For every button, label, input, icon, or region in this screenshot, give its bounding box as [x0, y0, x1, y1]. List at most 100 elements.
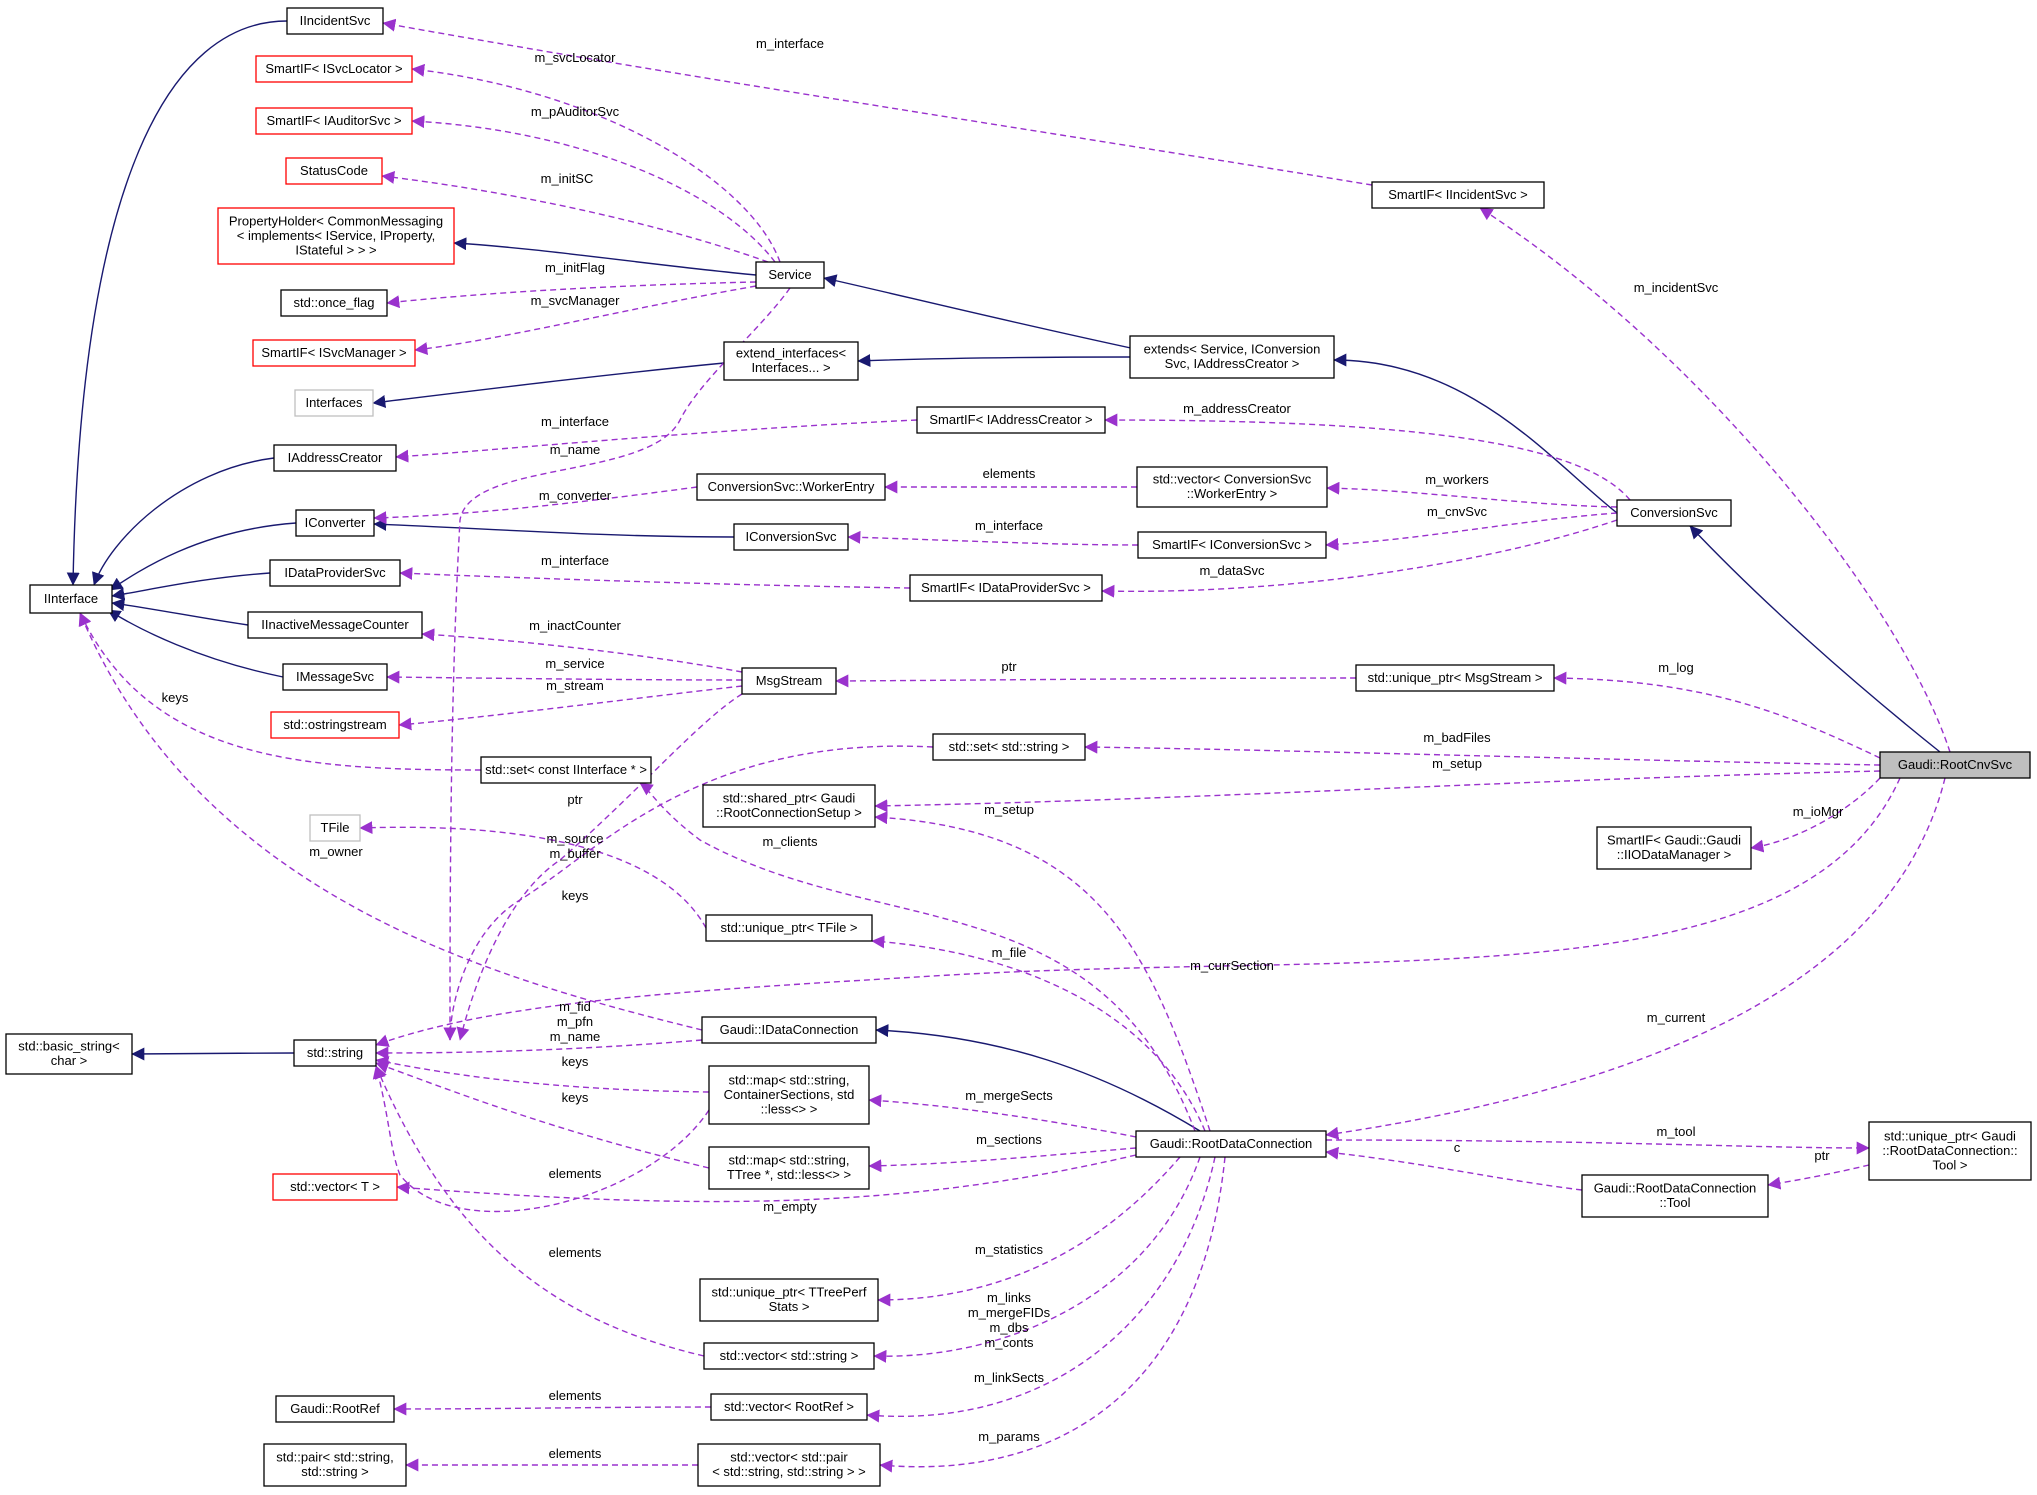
- class-node-smartif-isvclocator[interactable]: SmartIF< ISvcLocator >: [255, 55, 413, 83]
- class-node-std-vector-rootref[interactable]: std::vector< RootRef >: [710, 1393, 868, 1421]
- class-node-interfaces[interactable]: Interfaces: [294, 389, 374, 417]
- class-node-iinactivemessagecounter[interactable]: IInactiveMessageCounter: [247, 611, 423, 639]
- edge-label-tool: m_tool: [1656, 1124, 1695, 1139]
- class-node-std-map-containersections[interactable]: std::map< std::string,ContainerSections,…: [708, 1065, 870, 1125]
- inheritance-edge-0: [66, 20, 288, 586]
- class-node-smartif-iconversionsvc[interactable]: SmartIF< IConversionSvc >: [1137, 531, 1327, 559]
- edge-label-c-tool: c: [1454, 1140, 1461, 1155]
- usage-edge-sections: [868, 1147, 1137, 1173]
- class-node-conversionsvc-workerentry[interactable]: ConversionSvc::WorkerEntry: [696, 473, 886, 501]
- class-node-smartif-iiodatamanager[interactable]: SmartIF< Gaudi::Gaudi::IIODataManager >: [1596, 826, 1752, 870]
- class-node-std-map-ttree[interactable]: std::map< std::string,TTree *, std::less…: [708, 1146, 870, 1190]
- class-node-gaudi-rootcnvsvc[interactable]: Gaudi::RootCnvSvc: [1879, 751, 2031, 779]
- class-box: [1868, 1121, 2032, 1181]
- edge-label-keys-map1: keys: [562, 1054, 589, 1069]
- class-name-line: std::set< std::string >: [949, 739, 1070, 754]
- class-node-propertyholder[interactable]: PropertyHolder< CommonMessaging< impleme…: [217, 207, 455, 265]
- class-node-gaudi-rootref[interactable]: Gaudi::RootRef: [275, 1395, 395, 1423]
- class-node-std-string[interactable]: std::string: [293, 1039, 377, 1067]
- class-name-line: Gaudi::IDataConnection: [720, 1022, 859, 1037]
- class-node-smartif-iaddresscreator[interactable]: SmartIF< IAddressCreator >: [916, 406, 1106, 434]
- class-node-iconverter[interactable]: IConverter: [295, 509, 375, 537]
- class-box: [255, 55, 413, 83]
- usage-edge-svcLocator: [411, 63, 781, 263]
- class-node-std-shared-ptr[interactable]: std::shared_ptr< Gaudi::RootConnectionSe…: [702, 784, 876, 828]
- class-box: [480, 756, 652, 784]
- inheritance-edge-5: [107, 609, 284, 678]
- class-name-line: IIncidentSvc: [300, 13, 371, 28]
- class-name-line: std::unique_ptr< TFile >: [720, 920, 857, 935]
- edge-label-statistics: m_statistics: [975, 1242, 1043, 1257]
- class-name-line: SmartIF< ISvcManager >: [261, 345, 406, 360]
- usage-edge-svcManager: [414, 285, 757, 356]
- class-node-conversionsvc[interactable]: ConversionSvc: [1616, 499, 1732, 527]
- class-node-iaddresscreator[interactable]: IAddressCreator: [273, 444, 397, 472]
- class-node-gaudi-rootdataconnection[interactable]: Gaudi::RootDataConnection: [1135, 1130, 1327, 1158]
- usage-edge-elements_vs: [374, 1065, 705, 1357]
- class-name-line: std::vector< ConversionSvc: [1153, 472, 1312, 487]
- edge-label-elements-worker: elements: [983, 466, 1036, 481]
- class-name-line: Gaudi::RootCnvSvc: [1898, 757, 2013, 772]
- class-name-line: Interfaces... >: [751, 360, 830, 375]
- class-node-std-basic-string[interactable]: std::basic_string<char >: [5, 1033, 133, 1075]
- edge-label-log: m_log: [1658, 660, 1693, 675]
- class-box: [1879, 751, 2031, 779]
- class-node-service[interactable]: Service: [755, 261, 825, 289]
- class-name-line: < std::string, std::string > >: [712, 1464, 866, 1479]
- class-node-std-vector-string[interactable]: std::vector< std::string >: [703, 1342, 875, 1370]
- class-box: [1616, 499, 1732, 527]
- usage-edge-cnvSvc: [1325, 512, 1618, 551]
- class-name-line: std::map< std::string,: [728, 1153, 849, 1168]
- class-node-statuscode[interactable]: StatusCode: [285, 157, 383, 185]
- class-box: [909, 574, 1103, 602]
- usage-edge-interface_dp: [399, 567, 911, 589]
- edge-label-keys-map2: keys: [562, 1090, 589, 1105]
- class-name-line: StatusCode: [300, 163, 368, 178]
- class-node-extend-interfaces[interactable]: extend_interfaces<Interfaces... >: [723, 341, 859, 381]
- edge-label-initSC: m_initSC: [541, 171, 594, 186]
- class-node-smartif-idataprovidersvc[interactable]: SmartIF< IDataProviderSvc >: [909, 574, 1103, 602]
- class-node-gaudi-idataconnection[interactable]: Gaudi::IDataConnection: [701, 1016, 877, 1044]
- class-node-extends[interactable]: extends< Service, IConversionSvc, IAddre…: [1129, 335, 1335, 379]
- edge-label-cnvSvc: m_cnvSvc: [1427, 504, 1487, 519]
- class-node-std-set-iinterface[interactable]: std::set< const IInterface * >: [480, 756, 652, 784]
- class-node-gaudi-rootdataconnection-tool[interactable]: Gaudi::RootDataConnection::Tool: [1581, 1174, 1769, 1218]
- class-name-line: std::basic_string<: [18, 1039, 120, 1054]
- class-name-line: IMessageSvc: [296, 669, 375, 684]
- class-node-std-set-string[interactable]: std::set< std::string >: [932, 733, 1086, 761]
- class-name-line: ::RootConnectionSetup >: [716, 805, 862, 820]
- class-node-std-pair[interactable]: std::pair< std::string,std::string >: [263, 1443, 407, 1487]
- class-name-line: ::RootDataConnection::: [1882, 1143, 2017, 1158]
- class-node-std-ostringstream[interactable]: std::ostringstream: [270, 711, 400, 739]
- usage-edge-dataSvc: [1101, 519, 1618, 598]
- class-node-std-vector-pair[interactable]: std::vector< std::pair< std::string, std…: [697, 1443, 881, 1487]
- class-node-iincidentsvc[interactable]: IIncidentSvc: [286, 7, 384, 35]
- class-name-line: ConversionSvc: [1630, 505, 1718, 520]
- class-node-tfile[interactable]: TFile: [309, 814, 361, 842]
- class-node-iinterface[interactable]: IInterface: [29, 584, 113, 614]
- class-node-smartif-iauditorsvc[interactable]: SmartIF< IAuditorSvc >: [255, 107, 413, 135]
- class-node-std-unique-ptr-tool[interactable]: std::unique_ptr< Gaudi::RootDataConnecti…: [1868, 1121, 2032, 1181]
- class-node-msgstream[interactable]: MsgStream: [741, 667, 837, 695]
- class-node-std-vector-t[interactable]: std::vector< T >: [272, 1173, 398, 1201]
- edge-label-incidentSvc: m_incidentSvc: [1634, 280, 1719, 295]
- usage-edge-keys_map2: [375, 1061, 710, 1169]
- class-node-std-once-flag[interactable]: std::once_flag: [280, 289, 388, 317]
- class-node-iconversionsvc[interactable]: IConversionSvc: [733, 523, 849, 551]
- class-node-idataprovidersvc[interactable]: IDataProviderSvc: [269, 559, 401, 587]
- class-node-imessagesvc[interactable]: IMessageSvc: [282, 663, 388, 691]
- class-box: [703, 1342, 875, 1370]
- class-node-std-unique-ptr-msgstream[interactable]: std::unique_ptr< MsgStream >: [1355, 664, 1555, 692]
- inheritance-edge-11: [373, 517, 735, 538]
- class-box: [282, 663, 388, 691]
- class-node-smartif-iincidentsvc[interactable]: SmartIF< IIncidentSvc >: [1371, 181, 1545, 209]
- class-node-std-vector-workerentry[interactable]: std::vector< ConversionSvc::WorkerEntry …: [1136, 466, 1328, 508]
- class-box: [263, 1443, 407, 1487]
- class-node-smartif-isvcmanager[interactable]: SmartIF< ISvcManager >: [252, 339, 416, 367]
- class-node-std-unique-ptr-tfile[interactable]: std::unique_ptr< TFile >: [705, 914, 873, 942]
- class-name-line: std::map< std::string,: [728, 1072, 849, 1087]
- class-name-line: ::IIODataManager >: [1617, 847, 1732, 862]
- inheritance-edge-7: [372, 362, 725, 408]
